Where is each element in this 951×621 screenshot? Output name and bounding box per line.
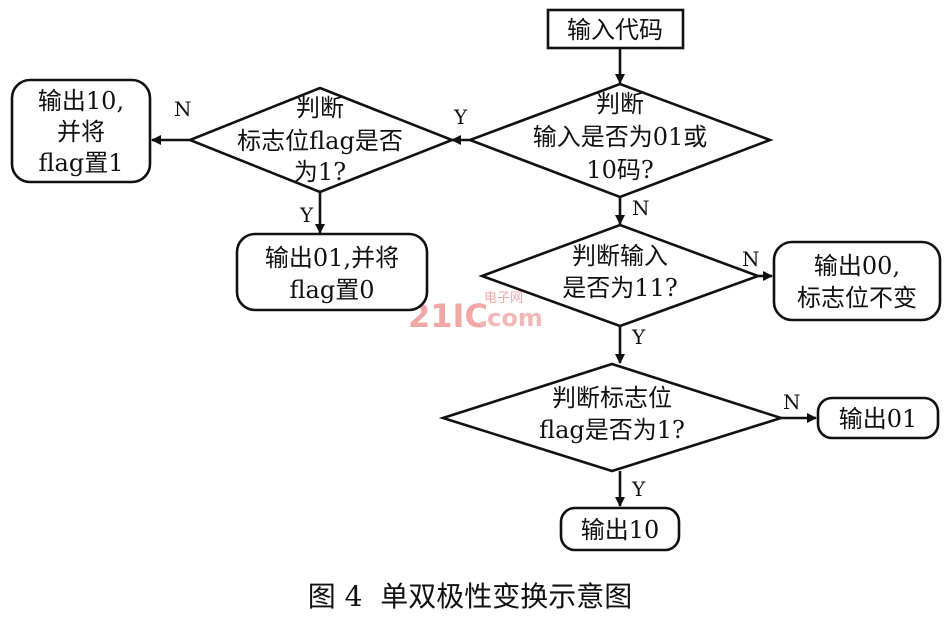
output-right-mid-frame [772,240,942,322]
output-mid-left-line2: flag置0 [290,276,375,304]
start-box-label: 输入代码 [567,16,663,44]
decision-flag-bit-is-1: 判断标志位 flag是否为1? [438,362,786,473]
decision-input-is-11: 判断输入 是否为11? [478,223,762,328]
figure-caption: 图 4 单双极性变换示意图 [308,580,633,613]
decision-1-line3: 10码? [586,156,653,184]
output-right-mid-line2: 标志位不变 [797,284,917,312]
edge-label-d1-y: Y [453,105,468,129]
output-bottom-label: 输出10 [581,516,660,544]
output-top-left-line2: 并将 [57,118,105,146]
decision-2-line2: 标志位flag是否 [237,127,403,155]
output-00-flag-unchanged: 输出00, 标志位不变 [772,240,942,322]
decision-4-diamond [438,362,786,473]
output-top-left-line1: 输出10, [38,87,124,115]
watermark-sub: 电子网 [484,291,523,306]
output-right-mid-line1: 输出00, [814,252,900,280]
output-right-low-frame [816,396,940,440]
decision-1-line1: 判断 [596,90,644,118]
output-top-left-line3: flag置1 [39,149,124,177]
decision-2-diamond [186,86,456,194]
start-box-frame [546,8,685,50]
watermark-logo: 21IC 电子网 .com [408,291,543,335]
start-box: 输入代码 [546,8,685,50]
decision-flag-is-1: 判断 标志位flag是否 为1? [186,86,456,194]
watermark-domain: .com [478,304,543,332]
decision-3-line2: 是否为11? [562,274,677,302]
decision-2-line1: 判断 [296,94,344,122]
decision-1-line2: 输入是否为01或 [533,123,708,151]
decision-2-line3: 为1? [294,158,346,186]
output-right-low-label: 输出01 [839,405,918,433]
decision-1-diamond [466,82,774,199]
edge-label-d4-n: N [783,390,801,414]
edge-label-d3-n: N [742,247,760,271]
edge-label-d1-n: N [632,196,650,220]
output-10: 输出10 [559,506,681,552]
output-10-set-flag-1: 输出10, 并将 flag置1 [10,78,152,184]
decision-4-line2: flag是否为1? [539,416,685,444]
decision-3-diamond [478,223,762,328]
output-mid-left-line1: 输出01,并将 [265,244,399,272]
output-bottom-frame [559,506,681,552]
output-01: 输出01 [816,396,940,440]
edge-label-d2-n: N [174,97,192,121]
edge-label-d2-y: Y [299,203,314,227]
output-top-left-frame [10,78,152,184]
edge-label-d4-y: Y [631,477,646,501]
edge-label-d3-y: Y [631,325,646,349]
decision-4-line1: 判断标志位 [552,384,672,412]
output-mid-left-frame [235,232,429,312]
output-01-set-flag-0: 输出01,并将 flag置0 [235,232,429,312]
decision-3-line1: 判断输入 [572,242,668,270]
decision-input-01-or-10: 判断 输入是否为01或 10码? [466,82,774,199]
